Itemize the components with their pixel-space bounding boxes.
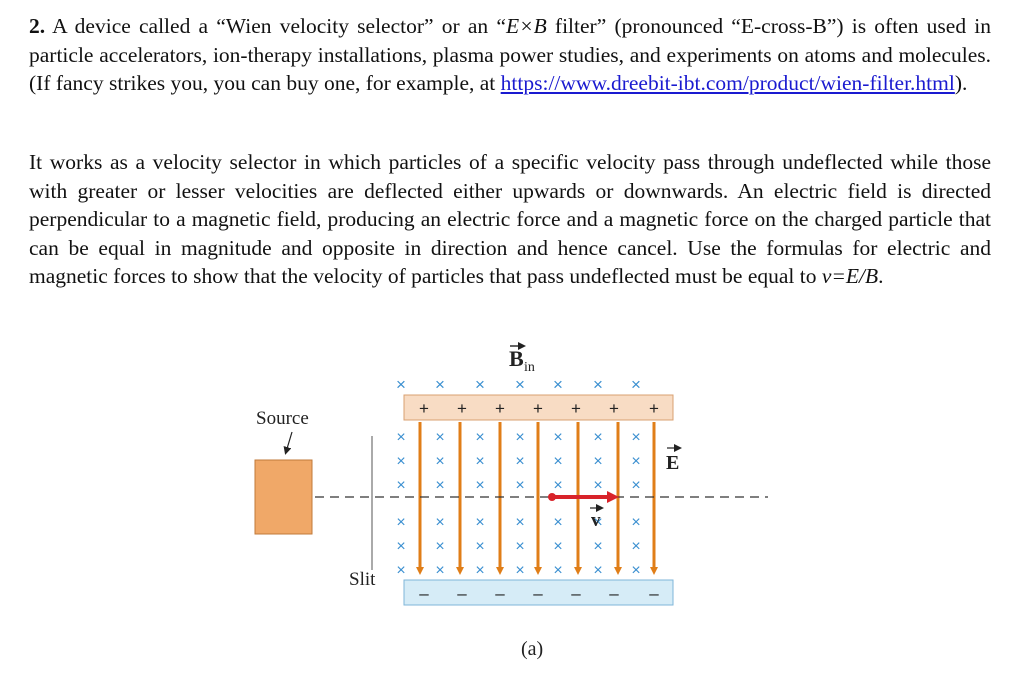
field-cross: × xyxy=(631,514,640,531)
b-field-label: B xyxy=(509,346,524,371)
magnetic-field-crosses: × × × × × × × × × × × × × × × × × × × × × × × × × × × × × × × × × × × × × × × ×… xyxy=(396,429,640,579)
positive-plate xyxy=(403,394,674,421)
negative-plate xyxy=(403,579,674,606)
minus-signs: ––––––– xyxy=(419,584,659,603)
field-cross: × xyxy=(396,429,405,446)
field-cross: × xyxy=(435,538,444,555)
velocity-label: v xyxy=(591,510,601,531)
field-cross: × xyxy=(435,375,445,394)
field-cross: × xyxy=(396,477,405,494)
field-cross: × xyxy=(435,514,444,531)
field-cross: × xyxy=(593,514,602,531)
field-cross: × xyxy=(593,375,603,394)
field-cross: × xyxy=(435,562,444,579)
field-cross: × xyxy=(435,429,444,446)
source-pointer-arrow xyxy=(283,431,293,455)
field-cross: × xyxy=(475,514,484,531)
product-link[interactable]: https://www.dreebit-ibt.com/product/wien… xyxy=(500,71,955,95)
field-cross: × xyxy=(475,477,484,494)
p1-text-a: A device called a “Wien velocity selecto… xyxy=(45,14,506,38)
field-cross: × xyxy=(396,562,405,579)
field-cross: × xyxy=(631,429,640,446)
p1-text-b: filter” (pronounced “E-cross-B”) is ofte… xyxy=(29,14,992,95)
plus-sign: + xyxy=(495,399,505,418)
field-cross: × xyxy=(475,453,484,470)
field-cross: × xyxy=(475,538,484,555)
problem-paragraph-2: It works as a velocity selector in which… xyxy=(29,148,991,291)
field-cross: × xyxy=(475,562,484,579)
field-cross: × xyxy=(515,477,524,494)
field-cross: × xyxy=(515,429,524,446)
field-cross: × xyxy=(593,453,602,470)
field-cross: × xyxy=(553,538,562,555)
field-cross: × xyxy=(396,514,405,531)
problem-number: 2. xyxy=(29,14,46,38)
field-cross: × xyxy=(593,477,602,494)
plus-signs: + + + + + + + xyxy=(419,399,659,418)
field-cross: × xyxy=(553,514,562,531)
field-cross: × xyxy=(515,562,524,579)
minus-sign: – xyxy=(533,584,543,603)
minus-sign: – xyxy=(571,584,581,603)
minus-sign: – xyxy=(457,584,467,603)
b-field-subscript: in xyxy=(524,360,535,375)
minus-sign: – xyxy=(419,584,429,603)
field-cross: × xyxy=(631,453,640,470)
top-cross-row: × × × × × × × xyxy=(396,375,641,394)
field-cross: × xyxy=(593,562,602,579)
field-cross: × xyxy=(515,453,524,470)
field-cross: × xyxy=(631,562,640,579)
field-cross: × xyxy=(475,375,485,394)
e-field-label: E xyxy=(666,452,679,474)
field-cross: × xyxy=(515,375,525,394)
particle-source xyxy=(254,459,313,535)
plus-sign: + xyxy=(457,399,467,418)
p2-text-end: . xyxy=(878,264,884,288)
velocity-formula: v=E/B xyxy=(821,264,879,288)
plus-sign: + xyxy=(533,399,543,418)
field-cross: × xyxy=(631,477,640,494)
field-cross: × xyxy=(631,375,641,394)
field-cross: × xyxy=(553,453,562,470)
minus-sign: – xyxy=(495,584,505,603)
plus-sign: + xyxy=(419,399,429,418)
field-cross: × xyxy=(515,514,524,531)
field-cross: × xyxy=(553,562,562,579)
field-cross: × xyxy=(435,453,444,470)
field-cross: × xyxy=(396,375,406,394)
field-cross: × xyxy=(593,429,602,446)
field-cross: × xyxy=(475,429,484,446)
plus-sign: + xyxy=(649,399,659,418)
plus-sign: + xyxy=(609,399,619,418)
exb-term: E×B xyxy=(505,14,547,38)
field-cross: × xyxy=(631,538,640,555)
field-cross: × xyxy=(435,477,444,494)
field-cross: × xyxy=(396,538,405,555)
field-cross: × xyxy=(553,429,562,446)
p1-text-end: ). xyxy=(954,71,968,95)
problem-paragraph-1: 2. A device called a “Wien velocity sele… xyxy=(29,12,991,98)
field-cross: × xyxy=(515,538,524,555)
field-cross: × xyxy=(396,453,405,470)
particle xyxy=(548,493,556,501)
minus-sign: – xyxy=(649,584,659,603)
field-cross: × xyxy=(593,538,602,555)
slit-label: Slit xyxy=(349,569,376,590)
figure-caption: (a) xyxy=(521,638,543,660)
source-label: Source xyxy=(256,408,309,429)
minus-sign: – xyxy=(609,584,619,603)
field-cross: × xyxy=(553,375,563,394)
p2-text: It works as a velocity selector in which… xyxy=(29,150,991,288)
plus-sign: + xyxy=(571,399,581,418)
field-cross: × xyxy=(553,477,562,494)
